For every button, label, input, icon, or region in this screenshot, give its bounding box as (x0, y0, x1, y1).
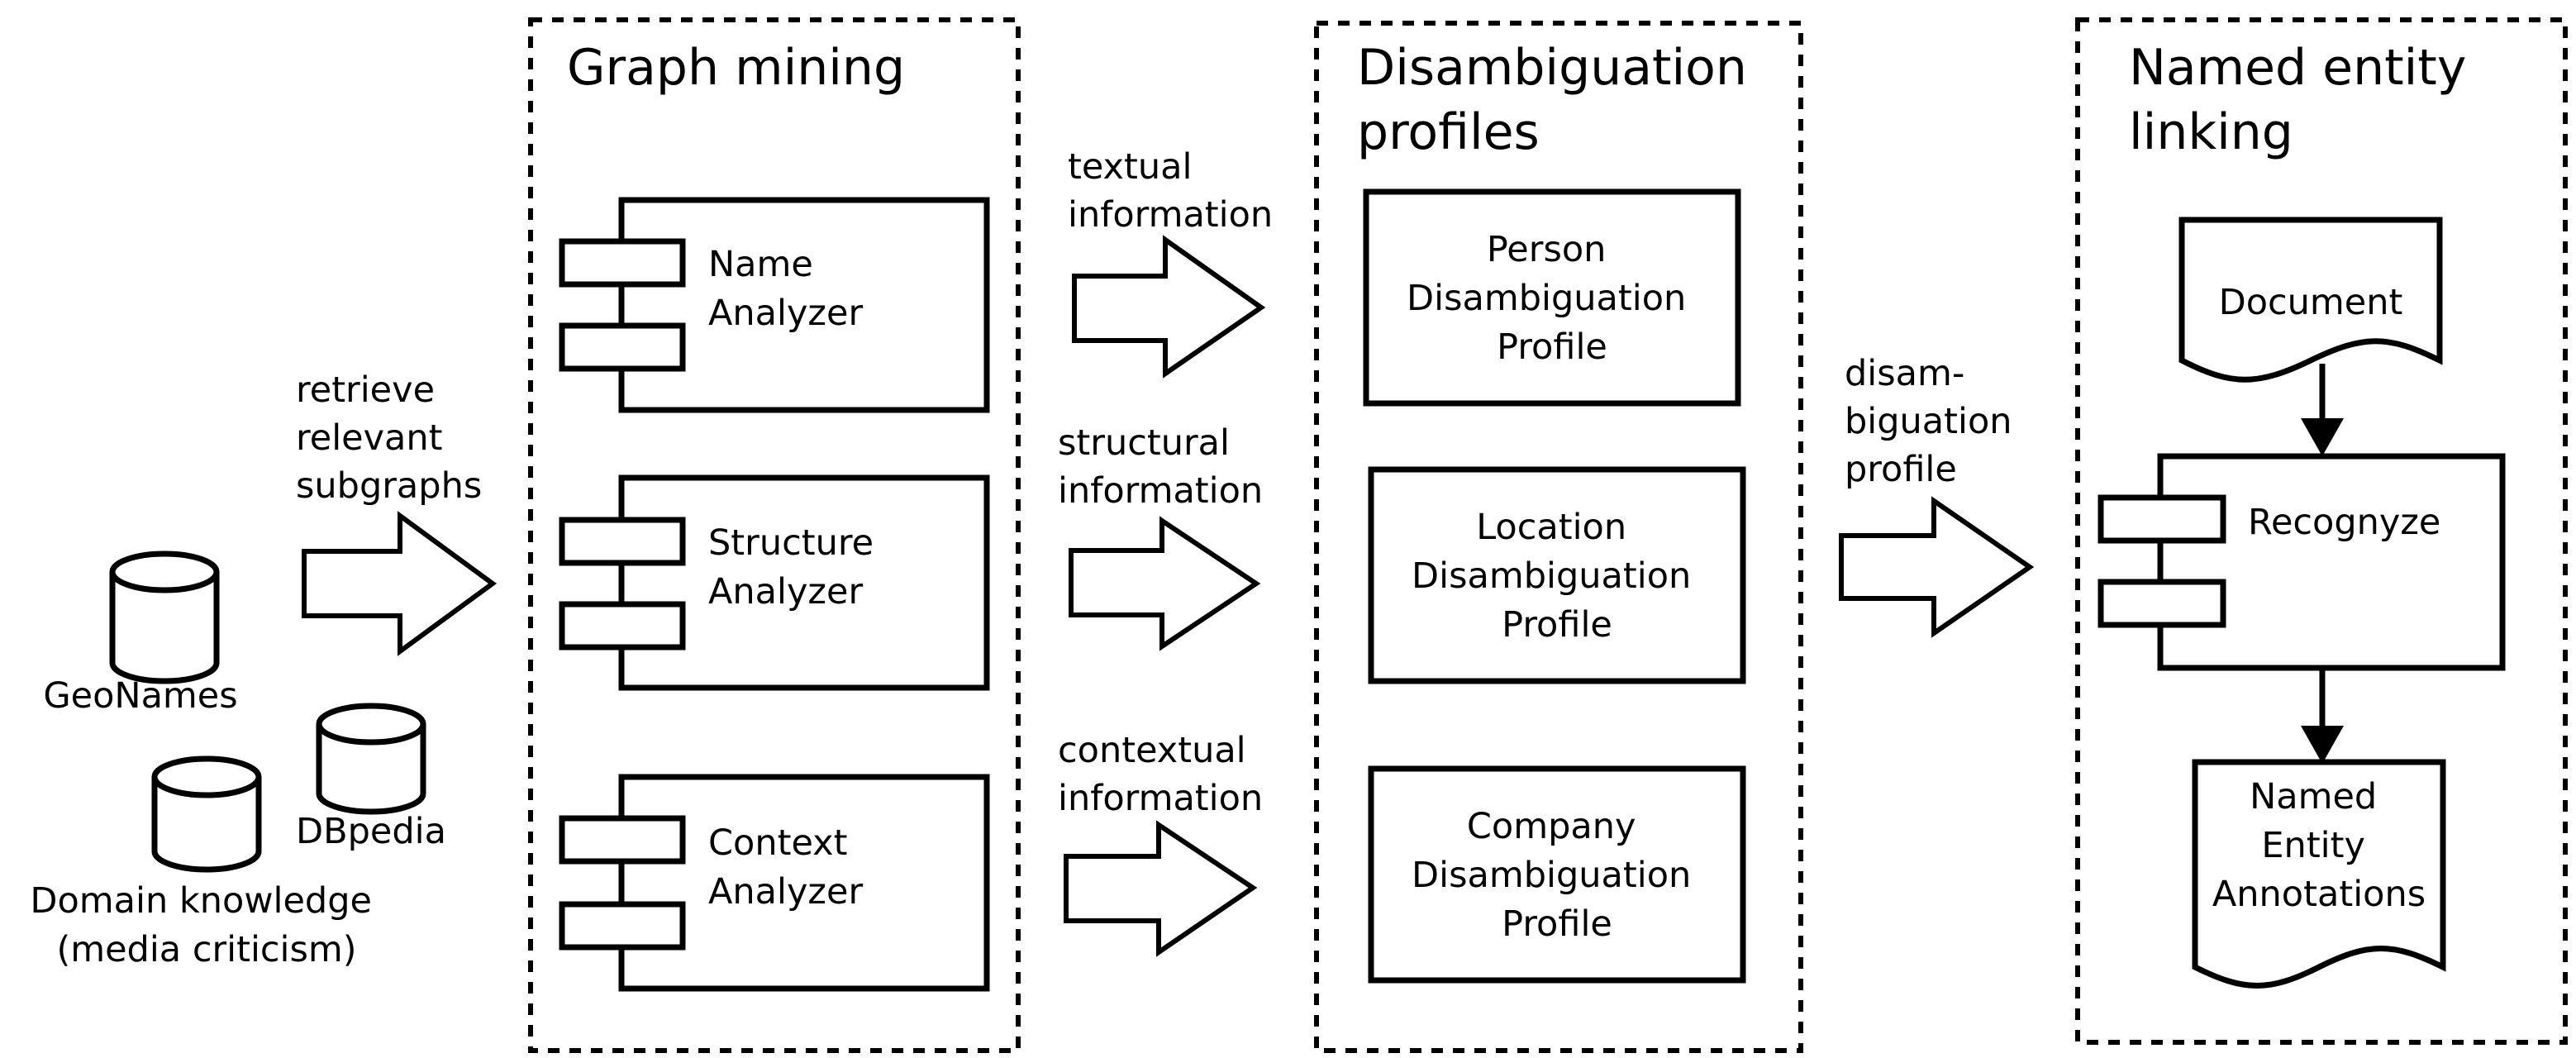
disambiguation-profile-label: disam- biguation profile (1845, 353, 2023, 490)
data-sources: GeoNames DBpedia Domain knowledge (media… (30, 369, 498, 970)
structure-analyzer-label: Structure Analyzer (708, 522, 885, 612)
domain-knowledge-database-icon (151, 755, 262, 873)
retrieve-arrow (302, 511, 498, 656)
document-to-recognyze-arrow (2301, 364, 2344, 456)
location-profile-label: Location Disambiguation Profile (1412, 507, 1702, 646)
retrieve-line: retrieve (296, 369, 435, 411)
document-label: Document (2219, 282, 2403, 323)
person-profile-box: Person Disambiguation Profile (1363, 188, 1741, 407)
linking-title-line: Named entity (2129, 39, 2466, 97)
dbpedia-label: DBpedia (296, 811, 446, 852)
recognyze-component: Recognyze (2097, 453, 2506, 671)
structure-analyzer-line: Analyzer (708, 571, 863, 612)
context-analyzer-line: Context (708, 822, 847, 864)
name-analyzer-line: Name (708, 244, 813, 285)
textual-information-arrow (1072, 235, 1266, 379)
retrieve-line: subgraphs (296, 465, 482, 507)
retrieve-line: relevant (296, 417, 443, 459)
graph-mining-panel: Graph mining Name Analyzer Structure Ana… (528, 17, 1021, 1053)
annotations-document-shape: Named Entity Annotations (2192, 759, 2446, 989)
location-profile-box: Location Disambiguation Profile (1368, 466, 1746, 684)
disambiguation-profile-line: disam- (1845, 353, 1964, 394)
structural-information-label: structural information (1058, 422, 1263, 512)
profiles-title-line: profiles (1357, 103, 1540, 161)
linking-title-line: linking (2129, 103, 2293, 161)
name-analyzer-label: Name Analyzer (708, 244, 863, 334)
linking-title: Named entity linking (2129, 39, 2482, 161)
location-profile-line: Location (1476, 507, 1626, 548)
person-profile-line: Person (1487, 229, 1607, 270)
structure-analyzer-line: Structure (708, 522, 874, 564)
textual-information-label: textual information (1068, 146, 1273, 236)
profiles-panel-border (1314, 21, 1803, 1053)
annotations-line: Named (2250, 776, 2377, 817)
textual-line: textual (1068, 146, 1192, 188)
structural-line: information (1058, 470, 1263, 512)
recognyze-to-annotations-arrow (2301, 670, 2344, 764)
contextual-information-label: contextual information (1058, 730, 1263, 819)
disambiguation-profiles-panel: Disambiguation profiles Person Disambigu… (1314, 21, 1803, 1053)
domain-knowledge-line: (media criticism) (56, 929, 356, 970)
contextual-information-arrow (1064, 820, 1258, 957)
name-analyzer-line: Analyzer (708, 293, 863, 334)
annotations-line: Entity (2261, 825, 2365, 866)
company-profile-label: Company Disambiguation Profile (1412, 806, 1702, 945)
profiles-title-line: Disambiguation (1357, 39, 1747, 97)
structural-line: structural (1058, 422, 1230, 464)
retrieve-subgraphs-label: retrieve relevant subgraphs (296, 369, 482, 507)
company-profile-box: Company Disambiguation Profile (1368, 765, 1746, 984)
dbpedia-database-icon (316, 703, 426, 815)
name-analyzer-component: Name Analyzer (559, 197, 990, 413)
annotations-line: Annotations (2212, 874, 2426, 915)
named-entity-linking-panel: Named entity linking Document Recognyze … (2075, 17, 2568, 1045)
graph-mining-title: Graph mining (567, 39, 905, 97)
location-profile-line: Profile (1502, 604, 1612, 646)
context-analyzer-line: Analyzer (708, 871, 863, 913)
disambiguation-profile-line: profile (1845, 449, 1957, 490)
profile-flow: disam- biguation profile (1839, 353, 2035, 638)
person-profile-line: Profile (1497, 326, 1607, 368)
domain-knowledge-label: Domain knowledge (media criticism) (30, 880, 383, 970)
annotations-label: Named Entity Annotations (2212, 776, 2426, 915)
recognyze-label: Recognyze (2248, 502, 2440, 543)
profiles-title: Disambiguation profiles (1357, 39, 1763, 161)
information-flows: textual information structural informati… (1058, 146, 1273, 957)
disambiguation-profile-line: biguation (1845, 401, 2012, 442)
contextual-line: contextual (1058, 730, 1246, 771)
structural-information-arrow (1069, 516, 1261, 651)
document-shape: Document (2178, 217, 2443, 383)
geonames-database-icon (109, 550, 220, 684)
context-analyzer-component: Context Analyzer (559, 774, 990, 992)
context-analyzer-label: Context Analyzer (708, 822, 863, 913)
location-profile-line: Disambiguation (1412, 555, 1691, 597)
company-profile-line: Profile (1502, 903, 1612, 945)
company-profile-line: Company (1467, 806, 1636, 847)
graph-mining-panel-border (528, 17, 1021, 1053)
contextual-line: information (1058, 778, 1263, 819)
company-profile-line: Disambiguation (1412, 855, 1691, 896)
linking-panel-border (2075, 17, 2568, 1045)
structure-analyzer-component: Structure Analyzer (559, 474, 990, 691)
geonames-label: GeoNames (43, 675, 237, 717)
textual-line: information (1068, 194, 1273, 236)
domain-knowledge-line: Domain knowledge (30, 880, 372, 922)
person-profile-label: Person Disambiguation Profile (1407, 229, 1697, 368)
person-profile-line: Disambiguation (1407, 278, 1686, 319)
disambiguation-profile-arrow (1839, 496, 2035, 638)
